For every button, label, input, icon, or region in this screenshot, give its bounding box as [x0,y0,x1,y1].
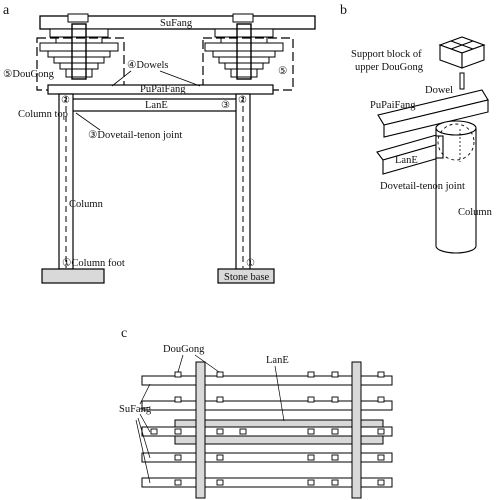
column-top-label: Column top [18,109,68,120]
panel-b: b Support block of upper DouGong Dowel P… [340,3,493,254]
column-foot-label: ①Column foot [62,257,125,269]
sufang-label-c: SuFang [119,404,152,415]
dougong-right-marker: ⑤ [278,65,288,77]
column-label-b: Column [458,207,493,218]
dougong-label: ⑤DouGong [3,68,55,80]
panel-a-label: a [3,3,10,18]
pupaifang-plan-right [351,361,362,499]
sufang-label: SuFang [160,18,193,29]
dougong-label-c: DouGong [163,344,205,355]
marker-2-left: ② [61,95,70,106]
pupaifang-label: PuPaiFang [140,84,186,95]
marker-3: ③ [221,100,230,111]
marker-1-right: ① [246,258,255,269]
column-label-a: Column [69,199,104,210]
panel-a: a SuFang [3,3,316,284]
panel-b-label: b [340,3,347,18]
dowels-label: ④Dowels [127,59,169,71]
lane-beam-b [376,133,447,175]
pupaifang-label-b: PuPaiFang [370,100,416,111]
panel-c: c DouGong LanE SuFang [119,326,393,499]
column-cylinder [435,120,477,254]
support-block-label-1: Support block of [351,49,422,60]
support-block [438,36,486,69]
pupaifang-plan-left [195,361,206,499]
dougong-right [204,13,284,80]
support-block-label-2: upper DouGong [355,62,424,73]
stone-base-right [217,268,275,284]
marker-2-right: ② [238,95,247,106]
lane-label: LanE [145,100,168,111]
dowel-label: Dowel [425,85,453,96]
dougong-blocks [150,371,385,486]
stone-base-label: Stone base [224,272,270,283]
lane-label-c: LanE [266,355,289,366]
stone-base-left [41,268,105,284]
lane-label-b: LanE [395,155,418,166]
dowel-pin [459,72,465,90]
panel-c-label: c [121,326,127,341]
pupaifang-beam-b [377,89,489,138]
dovetail-label-a: ③Dovetail-tenon joint [88,129,182,141]
pupaifang-beam [47,84,274,95]
dovetail-label-b: Dovetail-tenon joint [380,181,465,192]
dougong-left [39,13,119,80]
